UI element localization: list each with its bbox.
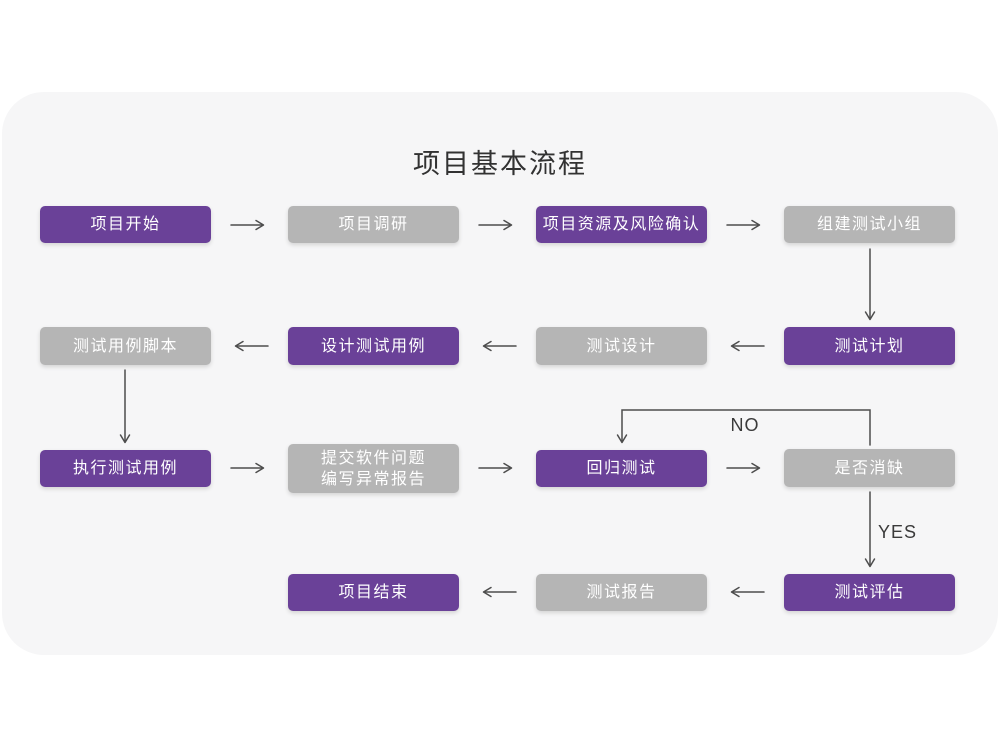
flow-node-label: 是否消缺	[834, 459, 905, 477]
flowchart-card	[2, 92, 998, 655]
edge-label-yes: YES	[878, 522, 918, 542]
flow-node-resources-risk: 项目资源及风险确认	[536, 206, 707, 243]
flow-node-label: 测试评估	[834, 584, 905, 601]
diagram-title: 项目基本流程	[413, 149, 587, 179]
flow-node-submit-issue-report: 提交软件问题编写异常报告	[288, 444, 459, 493]
flow-node-label: 提交软件问题	[320, 449, 426, 467]
flow-node-label: 组建测试小组	[816, 216, 922, 233]
flow-node-label: 项目开始	[90, 216, 161, 233]
flow-node-test-plan: 测试计划	[784, 327, 955, 365]
flow-node-project-research: 项目调研	[288, 206, 459, 243]
flow-node-defect-cleared: 是否消缺	[784, 449, 955, 487]
flow-node-test-report: 测试报告	[536, 574, 707, 611]
flow-node-test-design: 测试设计	[536, 327, 707, 365]
flow-node-label: 编写异常报告	[320, 470, 426, 488]
flow-node-label: 执行测试用例	[72, 460, 178, 477]
flow-node-label: 项目资源及风险确认	[542, 216, 701, 233]
flow-node-label: 项目结束	[338, 584, 409, 601]
flow-node-test-evaluate: 测试评估	[784, 574, 955, 611]
flow-node-build-test-team: 组建测试小组	[784, 206, 955, 243]
flow-node-label: 测试用例脚本	[72, 337, 178, 355]
flow-node-design-test-case: 设计测试用例	[288, 327, 459, 365]
flow-node-project-start: 项目开始	[40, 206, 211, 243]
flow-node-label: 测试报告	[586, 584, 657, 601]
flow-node-regression-test: 回归测试	[536, 450, 707, 487]
flow-node-label: 项目调研	[338, 216, 409, 233]
flow-node-test-case-script: 测试用例脚本	[40, 327, 211, 365]
flow-node-label: 回归测试	[586, 460, 657, 477]
flow-node-label: 设计测试用例	[320, 337, 426, 355]
flow-node-execute-test-case: 执行测试用例	[40, 450, 211, 487]
flow-node-label: 测试计划	[834, 337, 905, 355]
edge-label-no: NO	[730, 415, 760, 435]
flow-node-label: 测试设计	[586, 337, 657, 355]
flow-node-project-end: 项目结束	[288, 574, 459, 611]
